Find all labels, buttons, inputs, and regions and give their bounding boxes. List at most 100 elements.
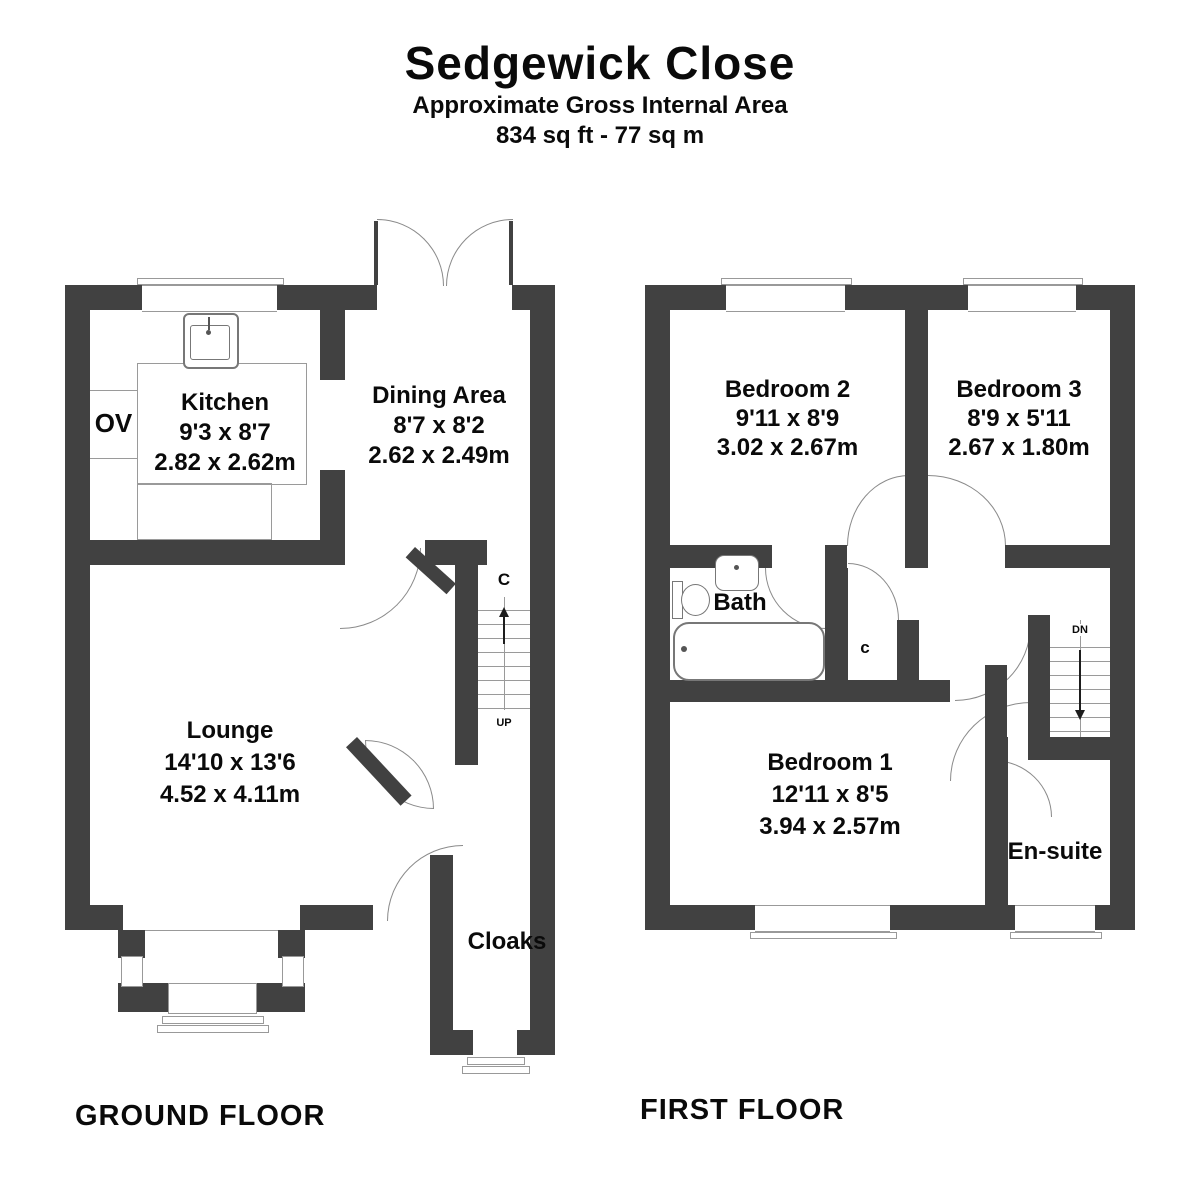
- bed3-landing-wall: [1005, 545, 1110, 568]
- bay-window-right: [282, 956, 304, 987]
- basin-tap-dot: [734, 565, 739, 570]
- bedroom3-metric: 2.67 x 1.80m: [948, 434, 1090, 461]
- ff-bottom-wall-right: [1095, 905, 1135, 930]
- bed2-bath-wall-mid: [825, 545, 847, 568]
- cloaks-name: Cloaks: [467, 928, 547, 955]
- ff-top-wall-mid: [845, 285, 968, 310]
- room-kitchen: Kitchen 9'3 x 8'7 2.82 x 2.62m: [115, 388, 335, 478]
- bed2-bed3-divider: [905, 310, 928, 568]
- room-bedroom1: Bedroom 1 12'11 x 8'5 3.94 x 2.57m: [670, 747, 990, 843]
- basin-icon: [715, 555, 759, 591]
- room-lounge: Lounge 14'10 x 13'6 4.52 x 4.11m: [90, 715, 370, 811]
- front-door-step-1: [467, 1057, 525, 1065]
- room-bath: Bath: [685, 588, 795, 618]
- gf-top-wall-mid: [277, 285, 377, 310]
- bay-corner-top-left: [118, 930, 145, 958]
- room-dining: Dining Area 8'7 x 8'2 2.62 x 2.49m: [349, 381, 529, 471]
- ensuite-left-wall: [985, 737, 1008, 905]
- gf-bottom-wall-left: [65, 905, 123, 930]
- gf-stairs-label: UP: [478, 717, 530, 729]
- bedroom1-name: Bedroom 1: [767, 749, 893, 776]
- kitchen-imperial: 9'3 x 8'7: [179, 419, 271, 446]
- bedroom2-name: Bedroom 2: [724, 376, 851, 403]
- french-door-right-arc: [446, 219, 513, 286]
- front-door-step-2: [462, 1066, 530, 1074]
- lounge-metric: 4.52 x 4.11m: [159, 781, 301, 808]
- bedroom1-window-sill: [750, 932, 897, 939]
- ff-left-wall: [645, 285, 670, 930]
- lounge-imperial: 14'10 x 13'6: [164, 749, 296, 776]
- bedroom3-name: Bedroom 3: [956, 376, 1082, 403]
- down-arrow-icon: [1075, 710, 1085, 720]
- bay-opening-line: [145, 930, 278, 931]
- bay-sill-2: [157, 1025, 269, 1033]
- bedroom2-window-sill: [721, 278, 852, 285]
- bedroom3-window-sill: [963, 278, 1083, 285]
- kitchen-name: Kitchen: [180, 389, 269, 416]
- ensuite-name: En-suite: [1007, 838, 1103, 865]
- kitchen-window: [142, 285, 277, 312]
- kitchen-tap-dot: [206, 330, 211, 335]
- gf-right-wall: [530, 285, 555, 1055]
- bathtub-icon: [673, 622, 825, 681]
- kitchen-tap-icon: [208, 317, 210, 330]
- first-floor-plan: DN Bedroom 2 9'11 x 8'9 3.02 x 2.67m Bed…: [645, 278, 1135, 945]
- kitchen-window-sill: [137, 278, 284, 285]
- bath-right-wall: [825, 568, 848, 702]
- first-floor-caption: FIRST FLOOR: [640, 1094, 845, 1126]
- ensuite-window-sill: [1010, 932, 1102, 939]
- gf-stair-rail: [504, 597, 505, 710]
- gf-left-wall: [65, 285, 90, 930]
- bedroom3-imperial: 8'9 x 5'11: [967, 405, 1071, 432]
- bay-window-left: [121, 956, 143, 987]
- room-ensuite: En-suite: [995, 837, 1115, 867]
- bathtub-tap-dot: [681, 646, 687, 652]
- french-door-right-leaf: [509, 221, 513, 285]
- gross-internal-area: 834 sq ft - 77 sq m: [495, 122, 705, 149]
- bay-window-front: [168, 983, 257, 1014]
- cloaks-left-wall: [430, 855, 453, 1030]
- gf-bottom-wall-mid: [300, 905, 373, 930]
- ff-junction-stub: [985, 665, 1007, 737]
- bedroom1-window: [755, 905, 890, 932]
- ff-bottom-wall-left: [645, 905, 755, 930]
- down-arrow-stem: [1079, 650, 1081, 710]
- oven-label: OV: [94, 408, 133, 438]
- bedroom2-metric: 3.02 x 2.67m: [716, 434, 859, 461]
- bath-name: Bath: [713, 589, 767, 616]
- ground-floor-plan: UP C OV Kitchen 9'3 x 8'7 2.82 x 2.62m D…: [65, 219, 555, 1085]
- bedroom1-imperial: 12'11 x 8'5: [771, 781, 889, 808]
- toilet-bowl-icon: [681, 584, 710, 616]
- bay-corner-bottom-right: [255, 983, 305, 1012]
- ff-cupboard-label: c: [860, 638, 870, 657]
- ff-stairs-label: DN: [1050, 624, 1110, 636]
- up-arrow-icon: [499, 607, 509, 617]
- bay-sill-1: [162, 1016, 264, 1024]
- room-bedroom2: Bedroom 2 9'11 x 8'9 3.02 x 2.67m: [670, 375, 905, 462]
- page-title: Sedgewick Close: [404, 37, 796, 89]
- lounge-name: Lounge: [186, 717, 274, 744]
- french-door-left-leaf: [374, 221, 378, 285]
- ground-floor-caption: GROUND FLOOR: [75, 1100, 326, 1132]
- kitchen-dining-divider-upper: [320, 310, 345, 380]
- bay-corner-bottom-left: [118, 983, 168, 1012]
- ensuite-window: [1015, 905, 1095, 932]
- bedroom1-metric: 3.94 x 2.57m: [759, 813, 901, 840]
- ff-cupboard-door-arc: [848, 563, 899, 620]
- cloaks-bottom-wall-left: [430, 1030, 473, 1055]
- ff-stair-wall: [1028, 615, 1050, 760]
- page-subtitle: Approximate Gross Internal Area: [412, 92, 788, 119]
- kitchen-metric: 2.82 x 2.62m: [154, 449, 296, 476]
- dining-name: Dining Area: [372, 382, 506, 409]
- ff-cupboard-right-wall: [897, 620, 919, 680]
- gf-cupboard-label: C: [497, 570, 511, 589]
- ff-right-wall: [1110, 285, 1135, 930]
- dining-imperial: 8'7 x 8'2: [393, 412, 485, 439]
- up-arrow-stem: [503, 616, 505, 644]
- french-door-left-arc: [377, 219, 444, 286]
- gf-hall-wall: [425, 540, 487, 565]
- bedroom2-window: [726, 285, 845, 312]
- bedroom2-door-arc: [847, 475, 909, 546]
- bedroom2-imperial: 9'11 x 8'9: [735, 405, 840, 432]
